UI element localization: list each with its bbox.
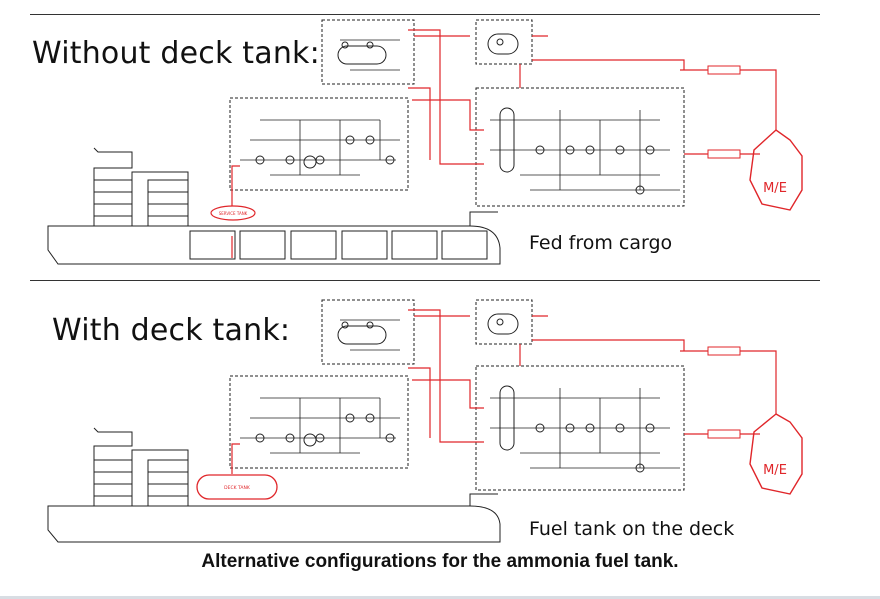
lp-skid (229, 375, 409, 469)
deckhouse-outline (93, 427, 189, 506)
section-heading-with-deck-tank: With deck tank: (52, 313, 291, 348)
bottom-bar (0, 596, 880, 599)
hp-vessel-symbol (499, 107, 515, 173)
note-fed-from-cargo: Fed from cargo (529, 232, 673, 254)
ko-drum-symbol (487, 33, 519, 55)
ko-drum-skid (475, 299, 533, 345)
pump-symbol (303, 155, 317, 169)
note-fuel-tank-on-deck: Fuel tank on the deck (529, 518, 735, 540)
figure-caption: Alternative configurations for the ammon… (201, 551, 679, 572)
valve-symbols (255, 38, 655, 195)
recovery-tank-skid (321, 299, 415, 365)
ship-hull-outline (47, 505, 501, 543)
ko-drum-symbol (487, 313, 519, 335)
hp-skid (475, 365, 685, 491)
valve-symbols (255, 318, 655, 473)
fuel-supply-pipe (231, 165, 240, 210)
service-tank-label: SERVICE TANK (219, 211, 248, 216)
middle-divider (30, 280, 820, 281)
fuel-supply-pipe (231, 443, 240, 474)
hp-vessel-symbol (499, 385, 515, 451)
main-engine-symbol (749, 413, 803, 495)
main-engine-label: M/E (763, 463, 787, 478)
lp-skid (229, 97, 409, 191)
recovery-tank-symbol (337, 45, 387, 65)
deck-tank-label: DECK TANK (224, 485, 251, 491)
system-diagram-without-deck-tank: SERVICE TANK M/E (47, 19, 803, 265)
main-engine-label: M/E (763, 181, 787, 196)
top-divider (30, 14, 820, 15)
deckhouse-outline (93, 147, 189, 226)
pump-symbol (303, 433, 317, 447)
deck-tank-symbol (196, 474, 278, 500)
recovery-tank-symbol (337, 325, 387, 345)
system-diagram-with-deck-tank: DECK TANK M/E (47, 299, 803, 543)
hp-skid (475, 87, 685, 207)
recovery-tank-skid (321, 19, 415, 85)
ship-hull-outline (47, 225, 501, 265)
section-heading-without-deck-tank: Without deck tank: (32, 36, 320, 71)
main-engine-symbol (749, 129, 803, 211)
cargo-tanks (189, 230, 488, 260)
ko-drum-skid (475, 19, 533, 65)
service-tank-symbol (210, 205, 256, 221)
